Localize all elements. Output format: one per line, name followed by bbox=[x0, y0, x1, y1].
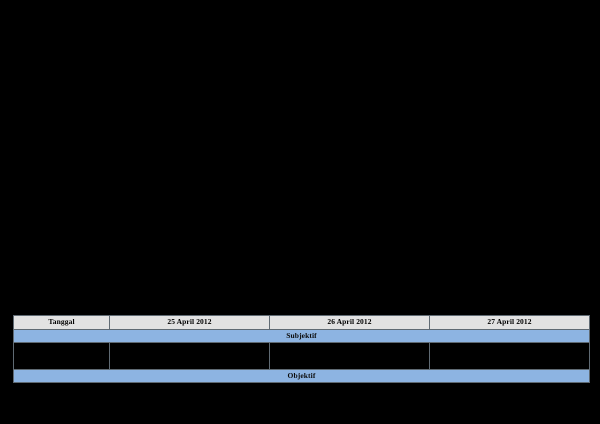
section-band-subjektif-cell: Subjektif bbox=[13, 329, 590, 343]
table-cell-day3 bbox=[429, 342, 590, 370]
table-cell-day1 bbox=[109, 342, 270, 370]
column-header-date-3: 27 April 2012 bbox=[429, 315, 590, 330]
column-header-date-2: 26 April 2012 bbox=[269, 315, 430, 330]
column-header-date-3-label: 27 April 2012 bbox=[487, 317, 532, 327]
column-header-tanggal: Tanggal bbox=[13, 315, 110, 330]
section-band-subjektif-label: Subjektif bbox=[286, 330, 317, 340]
table-header-row: Tanggal 25 April 2012 26 April 2012 27 A… bbox=[13, 315, 590, 330]
table-cell-label bbox=[13, 342, 110, 370]
table-cell-day2 bbox=[269, 342, 430, 370]
section-band-objektif-label: Objektif bbox=[287, 370, 316, 380]
section-band-objektif-cell: Objektif bbox=[13, 369, 590, 383]
table-row bbox=[13, 342, 590, 370]
assessment-table: Tanggal 25 April 2012 26 April 2012 27 A… bbox=[13, 315, 590, 383]
column-header-date-1-label: 25 April 2012 bbox=[167, 317, 212, 327]
column-header-tanggal-label: Tanggal bbox=[48, 317, 75, 327]
column-header-date-2-label: 26 April 2012 bbox=[327, 317, 372, 327]
section-band-objektif: Objektif bbox=[13, 369, 590, 383]
column-header-date-1: 25 April 2012 bbox=[109, 315, 270, 330]
section-band-subjektif: Subjektif bbox=[13, 329, 590, 343]
